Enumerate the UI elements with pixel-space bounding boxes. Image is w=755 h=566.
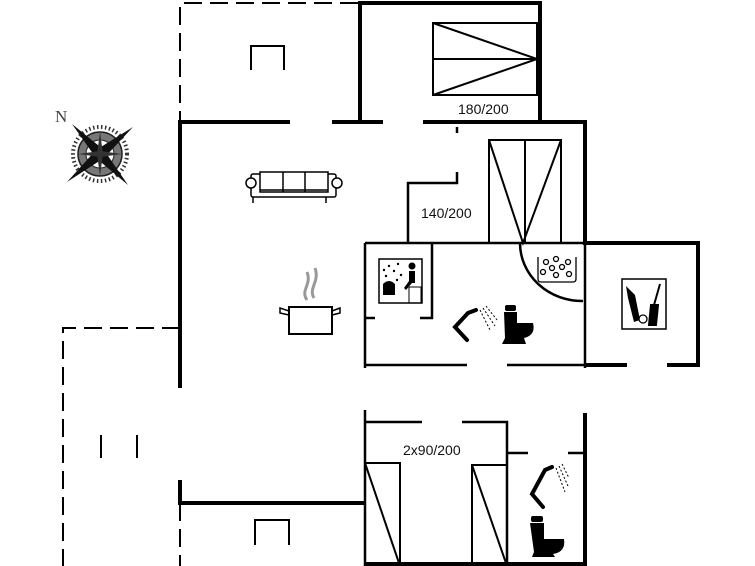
bed-single-right (471, 464, 508, 566)
kitchen-pot-icon (279, 267, 341, 335)
bench-icon (100, 435, 138, 458)
north-label: N (55, 107, 67, 126)
toilet-icon-2 (530, 516, 565, 557)
bed-double-top (432, 22, 541, 96)
cleaning-utility-icon (621, 278, 667, 330)
sofa-icon (245, 171, 343, 203)
compass-rose-icon: N (55, 107, 133, 185)
bed-double-middle (488, 139, 562, 247)
toilet-icon (502, 305, 534, 344)
terrace-outlines (62, 2, 358, 566)
bedroom-top-label: 180/200 (458, 101, 509, 117)
interior-walls (363, 127, 587, 566)
spa-bath-icon (537, 255, 577, 283)
outdoor-table-icon (250, 45, 290, 545)
shower-icon-2 (529, 463, 570, 509)
sauna-icon (378, 258, 423, 304)
bedroom-middle-label: 140/200 (421, 205, 472, 221)
bed-single-left (364, 462, 401, 566)
shower-icon (452, 305, 498, 342)
bedroom-bottom-label: 2x90/200 (403, 442, 461, 458)
walls (178, 1, 700, 566)
